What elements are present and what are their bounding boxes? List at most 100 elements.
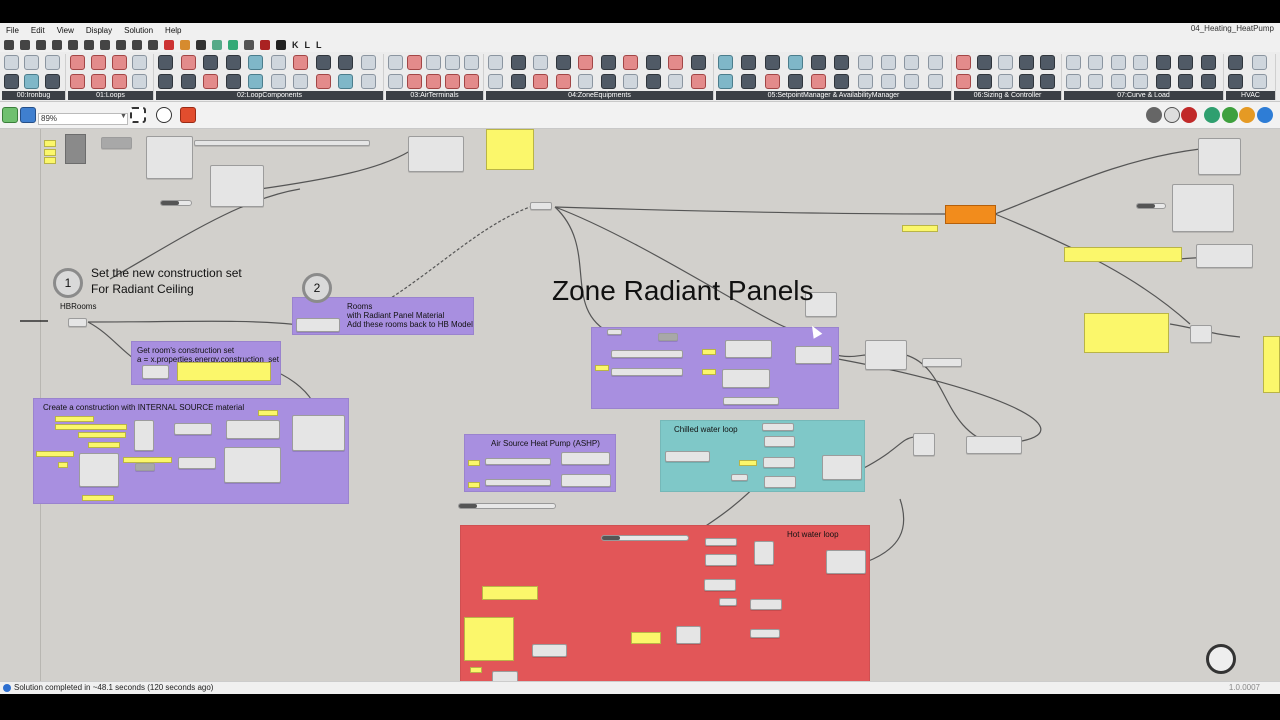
text-panel[interactable] [482, 586, 538, 600]
ribbon-tool-icon[interactable] [927, 55, 943, 70]
ribbon-tool-icon[interactable] [690, 55, 706, 70]
text-panel[interactable] [1263, 336, 1280, 393]
ribbon-tool-icon[interactable] [904, 74, 920, 89]
ribbon-tool-icon[interactable] [315, 74, 331, 89]
ribbon-tool-icon[interactable] [132, 55, 148, 70]
gh-component[interactable] [805, 292, 837, 317]
group-hot-water-loop[interactable]: Hot water loop [460, 525, 870, 681]
tab-letter-l-2[interactable]: L [316, 39, 322, 50]
render-preview-icon[interactable] [1204, 107, 1220, 123]
text-panel[interactable] [44, 157, 56, 164]
text-panel[interactable] [739, 460, 757, 466]
gh-component[interactable] [485, 458, 551, 465]
gh-component[interactable] [68, 318, 87, 327]
gh-component[interactable] [611, 350, 683, 358]
ribbon-tool-icon[interactable] [1019, 55, 1034, 70]
gh-component[interactable] [492, 671, 518, 681]
gh-component[interactable] [485, 479, 551, 486]
gh-component[interactable] [532, 644, 567, 657]
ribbon-tool-icon[interactable] [600, 74, 616, 89]
ribbon-tool-icon[interactable] [132, 74, 148, 89]
ribbon-tool-icon[interactable] [158, 55, 173, 70]
text-panel[interactable] [258, 410, 278, 416]
ribbon-tool-icon[interactable] [857, 74, 873, 89]
canvas-navigation-widget[interactable] [1206, 644, 1236, 674]
ribbon-tool-icon[interactable] [270, 55, 286, 70]
gh-component[interactable] [676, 626, 701, 644]
ribbon-tool-icon[interactable] [1200, 55, 1216, 70]
ribbon-tool-icon[interactable] [764, 55, 780, 70]
gh-component[interactable] [764, 476, 796, 488]
gh-component[interactable] [750, 599, 782, 610]
ribbon-tool-icon[interactable] [623, 55, 638, 70]
ribbon-tool-icon[interactable] [834, 55, 850, 70]
text-panel[interactable] [631, 632, 661, 644]
display-tab-icon[interactable] [148, 39, 158, 50]
ribbon-tool-icon[interactable] [70, 74, 85, 89]
ribbon-tool-icon[interactable] [1228, 55, 1243, 70]
ribbon-tool-icon[interactable] [407, 55, 422, 70]
ribbon-tool-icon[interactable] [998, 55, 1013, 70]
text-panel[interactable] [82, 495, 114, 501]
ribbon-tool-icon[interactable] [690, 74, 706, 89]
ribbon-tool-icon[interactable] [90, 55, 106, 70]
gh-component[interactable] [754, 541, 774, 565]
document-info-icon[interactable] [1257, 107, 1273, 123]
number-slider[interactable] [1136, 203, 1166, 209]
gh-component[interactable] [922, 358, 962, 367]
gh-component[interactable] [725, 340, 772, 358]
gh-component[interactable] [296, 318, 340, 332]
ribbon-tool-icon[interactable] [741, 55, 757, 70]
ribbon-tool-icon[interactable] [315, 55, 331, 70]
params-tab-icon[interactable] [4, 39, 14, 50]
ribbon-tool-icon[interactable] [857, 55, 873, 70]
ribbon-tool-icon[interactable] [811, 55, 827, 70]
gh-component[interactable] [530, 202, 552, 210]
ribbon-tool-icon[interactable] [1133, 74, 1149, 89]
text-panel[interactable] [55, 416, 94, 422]
text-panel[interactable] [468, 482, 480, 488]
gh-component[interactable] [292, 415, 345, 451]
gh-component[interactable] [178, 457, 216, 469]
number-slider[interactable] [160, 200, 192, 206]
vector-tab-icon[interactable] [52, 39, 62, 50]
ribbon-tool-icon[interactable] [787, 55, 803, 70]
selected-preview-icon[interactable] [1239, 107, 1255, 123]
ribbon-tool-icon[interactable] [1066, 74, 1081, 89]
plugin-tab-icon-2[interactable] [228, 39, 238, 50]
menu-solution[interactable]: Solution [124, 25, 154, 35]
transform-tab-icon[interactable] [132, 39, 142, 50]
plugin-tab-icon-5[interactable] [276, 39, 286, 50]
ribbon-tool-icon[interactable] [1040, 55, 1055, 70]
gh-component[interactable] [966, 436, 1022, 454]
menu-help[interactable]: Help [165, 25, 182, 35]
intersect-tab-icon[interactable] [116, 39, 126, 50]
ribbon-tool-icon[interactable] [533, 74, 548, 89]
ribbon-tool-icon[interactable] [338, 74, 353, 89]
ribbon-tool-icon[interactable] [1200, 74, 1216, 89]
ribbon-tool-icon[interactable] [510, 55, 526, 70]
ribbon-tool-icon[interactable] [956, 74, 971, 89]
group-internal-source-construction[interactable]: Create a construction with INTERNAL SOUR… [33, 398, 349, 504]
text-panel[interactable] [44, 149, 56, 156]
gh-component[interactable] [658, 333, 678, 341]
text-panel[interactable] [702, 349, 716, 355]
menu-file[interactable]: File [6, 25, 19, 35]
gh-component[interactable] [611, 368, 683, 376]
ribbon-tool-icon[interactable] [1040, 74, 1055, 89]
ribbon-tool-icon[interactable] [426, 74, 441, 89]
ribbon-tool-icon[interactable] [510, 74, 526, 89]
ribbon-tool-icon[interactable] [248, 74, 263, 89]
ribbon-tool-icon[interactable] [718, 74, 733, 89]
ribbon-tool-icon[interactable] [388, 55, 403, 70]
gh-component[interactable] [1172, 184, 1234, 232]
ribbon-tool-icon[interactable] [811, 74, 827, 89]
open-file-icon[interactable] [2, 107, 18, 123]
ribbon-tool-icon[interactable] [1066, 55, 1081, 70]
number-slider[interactable] [458, 503, 556, 509]
plugin-tab-icon[interactable] [212, 39, 222, 50]
gh-component[interactable] [705, 538, 737, 546]
ribbon-tool-icon[interactable] [1155, 55, 1171, 70]
ribbon-tool-icon[interactable] [338, 55, 353, 70]
ribbon-tool-icon[interactable] [881, 55, 897, 70]
